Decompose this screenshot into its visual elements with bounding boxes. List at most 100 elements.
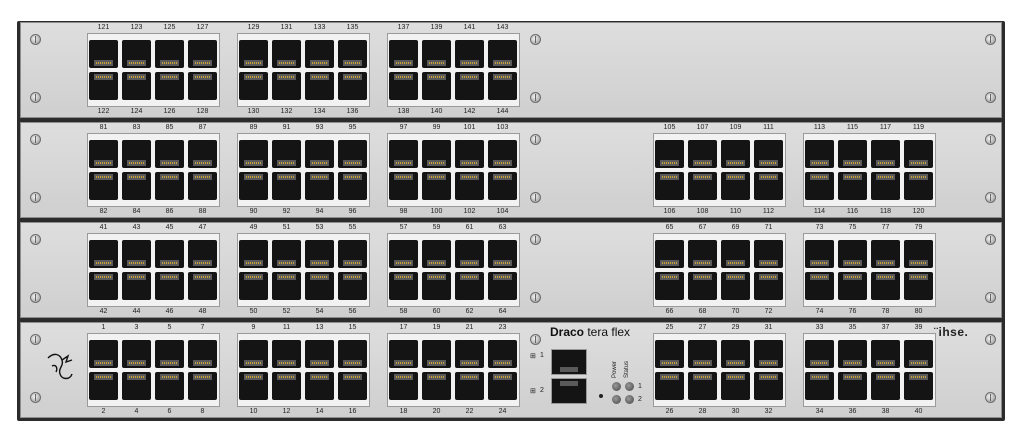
port-66-jack[interactable] — [655, 272, 684, 300]
port-5-jack[interactable] — [155, 340, 184, 368]
port-47-jack[interactable] — [188, 240, 217, 268]
port-116-jack[interactable] — [838, 172, 867, 200]
port-90-jack[interactable] — [239, 172, 268, 200]
port-121-jack[interactable] — [89, 40, 118, 68]
port-14-jack[interactable] — [305, 372, 334, 400]
port-65-jack[interactable] — [655, 240, 684, 268]
port-105-jack[interactable] — [655, 140, 684, 168]
port-25-jack[interactable] — [655, 340, 684, 368]
reset-button[interactable] — [599, 394, 603, 398]
port-144-jack[interactable] — [488, 72, 517, 100]
port-109-jack[interactable] — [721, 140, 750, 168]
port-68-jack[interactable] — [688, 272, 717, 300]
port-78-jack[interactable] — [871, 272, 900, 300]
port-38-jack[interactable] — [871, 372, 900, 400]
port-75-jack[interactable] — [838, 240, 867, 268]
port-92-jack[interactable] — [272, 172, 301, 200]
port-107-jack[interactable] — [688, 140, 717, 168]
port-21-jack[interactable] — [455, 340, 484, 368]
port-57-jack[interactable] — [389, 240, 418, 268]
port-56-jack[interactable] — [338, 272, 367, 300]
port-49-jack[interactable] — [239, 240, 268, 268]
port-19-jack[interactable] — [422, 340, 451, 368]
port-114-jack[interactable] — [805, 172, 834, 200]
port-85-jack[interactable] — [155, 140, 184, 168]
port-11-jack[interactable] — [272, 340, 301, 368]
port-74-jack[interactable] — [805, 272, 834, 300]
port-84-jack[interactable] — [122, 172, 151, 200]
port-139-jack[interactable] — [422, 40, 451, 68]
port-134-jack[interactable] — [305, 72, 334, 100]
port-135-jack[interactable] — [338, 40, 367, 68]
port-117-jack[interactable] — [871, 140, 900, 168]
port-103-jack[interactable] — [488, 140, 517, 168]
port-31-jack[interactable] — [754, 340, 783, 368]
port-80-jack[interactable] — [904, 272, 933, 300]
mgmt-network-port-1[interactable] — [551, 349, 587, 375]
port-64-jack[interactable] — [488, 272, 517, 300]
port-26-jack[interactable] — [655, 372, 684, 400]
port-60-jack[interactable] — [422, 272, 451, 300]
port-9-jack[interactable] — [239, 340, 268, 368]
mgmt-network-port-2[interactable] — [551, 378, 587, 404]
port-94-jack[interactable] — [305, 172, 334, 200]
port-128-jack[interactable] — [188, 72, 217, 100]
port-16-jack[interactable] — [338, 372, 367, 400]
port-89-jack[interactable] — [239, 140, 268, 168]
port-4-jack[interactable] — [122, 372, 151, 400]
port-119-jack[interactable] — [904, 140, 933, 168]
port-126-jack[interactable] — [155, 72, 184, 100]
port-136-jack[interactable] — [338, 72, 367, 100]
port-120-jack[interactable] — [904, 172, 933, 200]
port-108-jack[interactable] — [688, 172, 717, 200]
port-33-jack[interactable] — [805, 340, 834, 368]
port-43-jack[interactable] — [122, 240, 151, 268]
port-59-jack[interactable] — [422, 240, 451, 268]
port-130-jack[interactable] — [239, 72, 268, 100]
port-129-jack[interactable] — [239, 40, 268, 68]
port-18-jack[interactable] — [389, 372, 418, 400]
port-55-jack[interactable] — [338, 240, 367, 268]
port-24-jack[interactable] — [488, 372, 517, 400]
port-83-jack[interactable] — [122, 140, 151, 168]
port-102-jack[interactable] — [455, 172, 484, 200]
port-115-jack[interactable] — [838, 140, 867, 168]
port-132-jack[interactable] — [272, 72, 301, 100]
port-112-jack[interactable] — [754, 172, 783, 200]
port-48-jack[interactable] — [188, 272, 217, 300]
port-53-jack[interactable] — [305, 240, 334, 268]
port-143-jack[interactable] — [488, 40, 517, 68]
port-32-jack[interactable] — [754, 372, 783, 400]
port-113-jack[interactable] — [805, 140, 834, 168]
port-99-jack[interactable] — [422, 140, 451, 168]
port-91-jack[interactable] — [272, 140, 301, 168]
port-51-jack[interactable] — [272, 240, 301, 268]
port-131-jack[interactable] — [272, 40, 301, 68]
port-81-jack[interactable] — [89, 140, 118, 168]
port-52-jack[interactable] — [272, 272, 301, 300]
port-36-jack[interactable] — [838, 372, 867, 400]
port-118-jack[interactable] — [871, 172, 900, 200]
port-61-jack[interactable] — [455, 240, 484, 268]
port-22-jack[interactable] — [455, 372, 484, 400]
port-7-jack[interactable] — [188, 340, 217, 368]
port-30-jack[interactable] — [721, 372, 750, 400]
port-98-jack[interactable] — [389, 172, 418, 200]
port-125-jack[interactable] — [155, 40, 184, 68]
port-6-jack[interactable] — [155, 372, 184, 400]
port-35-jack[interactable] — [838, 340, 867, 368]
port-15-jack[interactable] — [338, 340, 367, 368]
port-122-jack[interactable] — [89, 72, 118, 100]
port-67-jack[interactable] — [688, 240, 717, 268]
port-100-jack[interactable] — [422, 172, 451, 200]
port-44-jack[interactable] — [122, 272, 151, 300]
port-62-jack[interactable] — [455, 272, 484, 300]
port-111-jack[interactable] — [754, 140, 783, 168]
port-104-jack[interactable] — [488, 172, 517, 200]
port-8-jack[interactable] — [188, 372, 217, 400]
port-20-jack[interactable] — [422, 372, 451, 400]
port-29-jack[interactable] — [721, 340, 750, 368]
port-39-jack[interactable] — [904, 340, 933, 368]
port-40-jack[interactable] — [904, 372, 933, 400]
port-37-jack[interactable] — [871, 340, 900, 368]
